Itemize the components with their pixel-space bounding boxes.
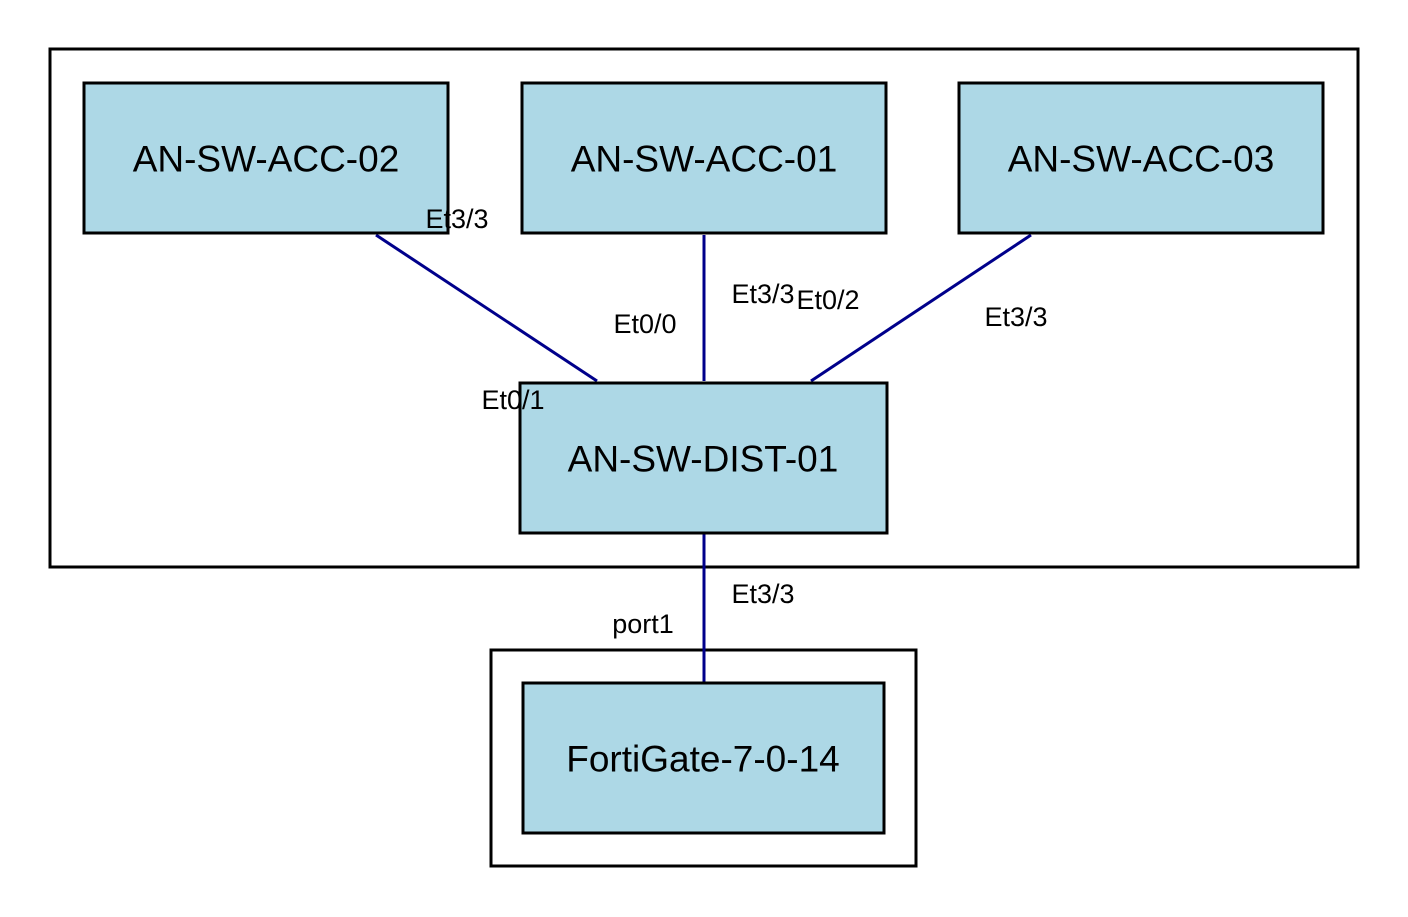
node-box xyxy=(957,81,1325,235)
node-label: AN-SW-ACC-03 xyxy=(1008,139,1275,180)
link-acc02-dist xyxy=(375,233,598,383)
node-box xyxy=(520,81,888,235)
port-label-dist-et0-0: Et0/0 xyxy=(613,309,676,339)
node-label: AN-SW-DIST-01 xyxy=(568,439,839,480)
node-an-sw-acc-02[interactable]: AN-SW-ACC-02 xyxy=(82,81,450,235)
port-label-dist-et0-1: Et0/1 xyxy=(481,385,544,415)
node-fortigate-7-0-14[interactable]: FortiGate-7-0-14 xyxy=(521,681,886,835)
node-box xyxy=(521,681,886,835)
node-an-sw-dist-01[interactable]: AN-SW-DIST-01 xyxy=(518,381,889,535)
port-label-fortigate-port1: port1 xyxy=(612,609,674,639)
node-label: AN-SW-ACC-02 xyxy=(133,139,400,180)
port-label-acc01: Et3/3 xyxy=(731,279,794,309)
port-label-acc02: Et3/3 xyxy=(425,204,488,234)
node-label: AN-SW-ACC-01 xyxy=(571,139,838,180)
port-label-acc03: Et3/3 xyxy=(984,302,1047,332)
node-an-sw-acc-03[interactable]: AN-SW-ACC-03 xyxy=(957,81,1325,235)
node-label: FortiGate-7-0-14 xyxy=(566,739,840,780)
node-box xyxy=(82,81,450,235)
port-label-dist-et0-2: Et0/2 xyxy=(796,285,859,315)
node-an-sw-acc-01[interactable]: AN-SW-ACC-01 xyxy=(520,81,888,235)
node-box xyxy=(518,381,889,535)
link-acc03-dist xyxy=(810,233,1032,383)
port-label-dist-et3-3: Et3/3 xyxy=(731,579,794,609)
